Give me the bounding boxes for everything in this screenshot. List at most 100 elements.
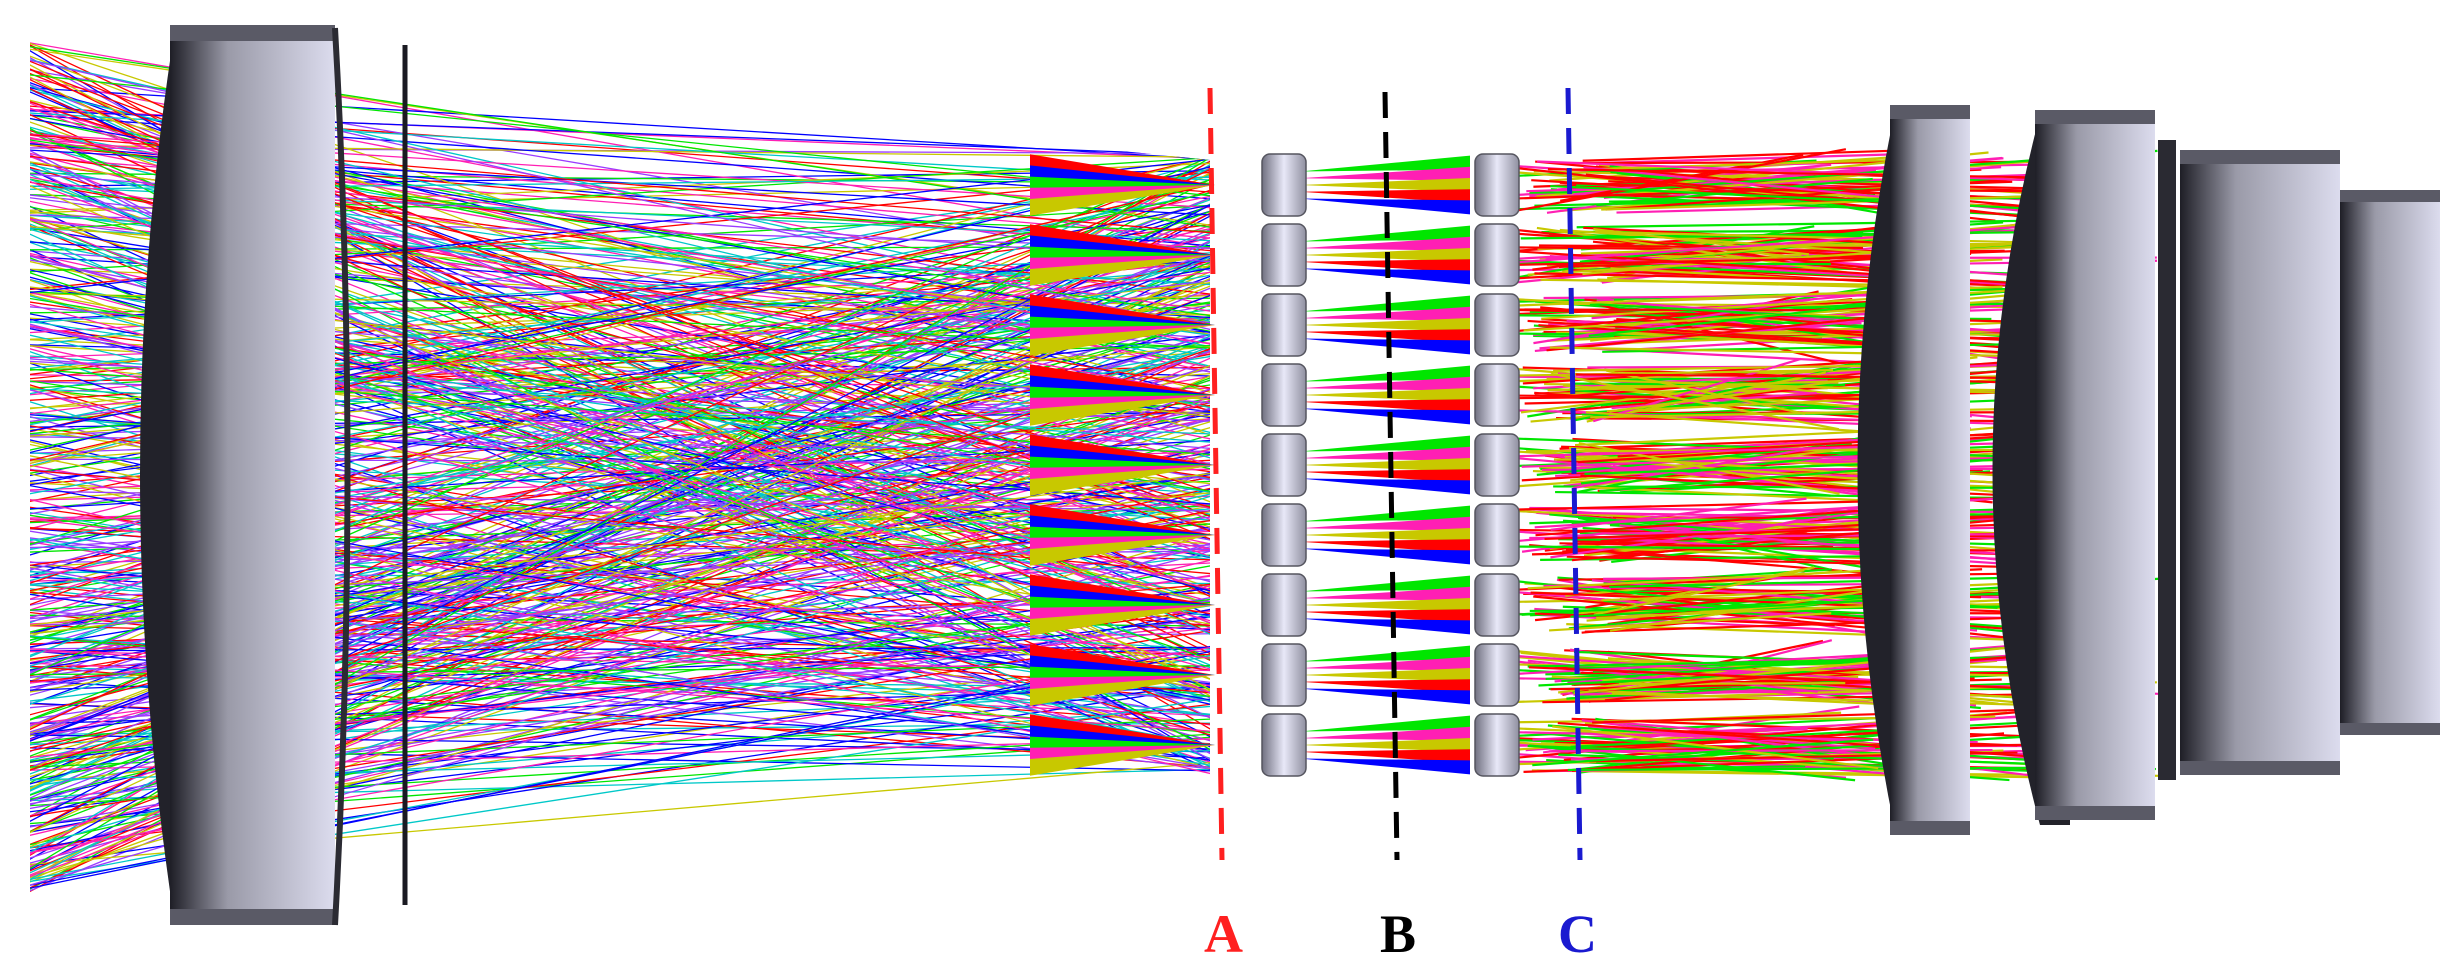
ray-bundle [1300,318,1470,332]
ray-bundle [1300,688,1470,705]
microlens [1261,713,1307,777]
ray-bundle [1300,376,1470,391]
ray-bundle [1300,609,1470,624]
ray-line [1582,253,1802,276]
ray-line [1578,442,1840,495]
microlens [1261,223,1307,287]
ray-line [1573,455,2061,469]
plane-label-b: B [1380,904,1416,964]
ray-bundle [1300,668,1470,682]
microlens [1474,293,1520,357]
ray-bundle [1300,198,1470,215]
ray-bundle [1300,679,1470,694]
ray-line [1546,315,1878,352]
plane-marker-b [1382,91,1400,861]
ray-bundle [1300,656,1470,671]
microlens [1261,293,1307,357]
ray-bundle [1300,726,1470,741]
microlens-array-2 [1474,153,1520,777]
ray-line [1510,578,2065,639]
ray-line [1570,456,1913,484]
ray-line [1553,363,1916,372]
ray-bundle [1030,185,1215,216]
ray-line [1513,148,1847,213]
microlens [1474,153,1520,217]
ray-bundle [1300,469,1470,484]
ray-line [1605,369,1806,415]
ray-bundle [1030,535,1215,566]
ray-bundle [1030,714,1215,745]
ray-bundle [1300,539,1470,554]
ray-bundle [1030,395,1215,426]
ray-bundle [1300,259,1470,274]
ray-bundle [1030,675,1215,706]
ray-bundle [1300,268,1470,285]
ray-line [1511,249,2102,290]
ray-line [1567,766,2059,772]
ray-line [1601,193,2080,211]
ray-line [1557,721,2053,760]
ray-line [1552,725,1879,770]
ray-bundle [1030,504,1215,535]
ray-bundle [1030,294,1215,325]
ray-bundle [1300,548,1470,565]
microlens [1261,503,1307,567]
ray-line [1593,569,1805,616]
ray-bundle [1300,399,1470,414]
ray-bundle [1300,645,1470,662]
ray-bundle [1300,329,1470,344]
front-lens-large [140,25,408,926]
plane-label-c: C [1558,904,1597,964]
microlens [1261,433,1307,497]
microlens [1261,363,1307,427]
ray-bundle [1300,598,1470,612]
ray-line [1550,503,1916,559]
ray-line [1510,611,2067,643]
ray-line [1527,319,1864,344]
ray-bundle [1300,408,1470,425]
ray-bundle [1300,446,1470,461]
ray-line [1541,286,2058,320]
ray-line [1550,372,1840,431]
ray-line [1513,369,1834,377]
ray-bundle [1300,236,1470,251]
microlens [1474,223,1520,287]
ray-bundle [1030,154,1215,185]
ray-bundle [1300,388,1470,402]
ray-line [1617,158,2054,197]
plane-marker-a [1207,87,1225,861]
ray-bundle [1030,255,1215,286]
ray-line [1595,717,1922,771]
ray-bundle [1300,338,1470,355]
plane-label-a: A [1204,904,1243,964]
ray-bundle [1030,644,1215,675]
ray-bundle [1030,465,1215,496]
ray-bundles-microlens [1030,154,1470,776]
ray-bundle [1300,758,1470,775]
ray-bundle [1300,505,1470,522]
ray-bundle [1300,586,1470,601]
microlens [1474,433,1520,497]
ray-line [1510,440,2074,458]
ray-bundle [1030,325,1215,356]
ray-line [1532,738,1874,767]
ray-bundle [1030,605,1215,636]
ray-bundle [1300,618,1470,635]
ray-bundle [1300,295,1470,312]
ray-line [1549,612,1832,632]
ray-bundle [1030,364,1215,395]
ray-bundle [1300,306,1470,321]
microlens [1261,153,1307,217]
ray-line [1536,769,2124,780]
ray-line [1565,158,1905,172]
ray-line [1543,294,1877,300]
microlens [1474,503,1520,567]
ray-line [1538,667,1866,687]
ray-bundle [1300,738,1470,752]
ray-bundle [1030,434,1215,465]
ray-line [1610,267,1801,280]
ray-bundle [1300,478,1470,495]
ray-bundle [1300,155,1470,172]
ray-line [1590,152,1912,165]
